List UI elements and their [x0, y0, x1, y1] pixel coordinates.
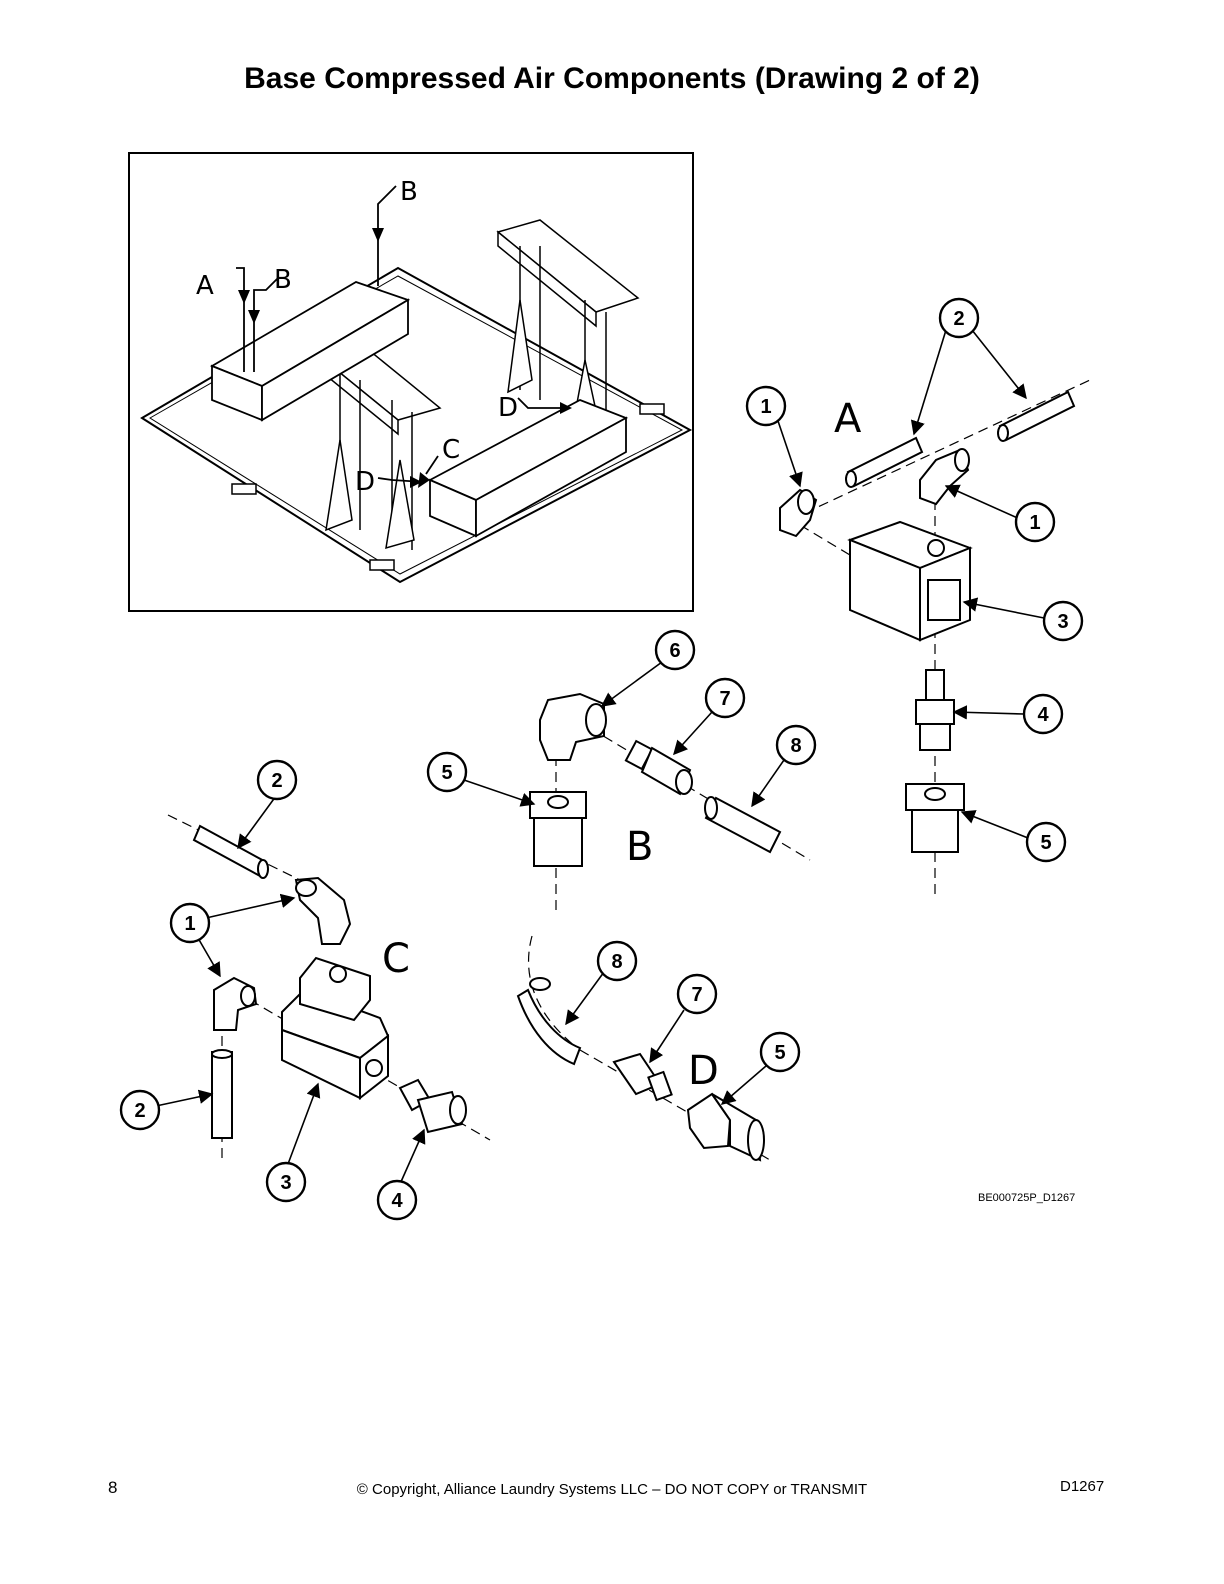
callout-b-7: 7 [719, 688, 730, 710]
inset-label-b: B [274, 265, 292, 295]
inset-label-c: C [442, 435, 460, 465]
section-c: C [155, 795, 491, 1185]
callout-d-5: 5 [774, 1042, 785, 1064]
section-label-c: C [382, 936, 410, 982]
callout-c-1: 1 [184, 913, 195, 935]
section-label-b: B [626, 824, 653, 870]
section-b: B [463, 661, 811, 915]
callout-bubbles [119, 297, 1084, 1221]
callout-a-5: 5 [1040, 832, 1051, 854]
callout-d-7: 7 [691, 984, 702, 1006]
callout-c-4: 4 [391, 1190, 403, 1212]
inset-label-d-right: D [498, 393, 518, 423]
callout-c-2b: 2 [134, 1100, 145, 1122]
page-number: 8 [108, 1478, 118, 1497]
callout-b-5: 5 [441, 762, 452, 784]
copyright-notice: © Copyright, Alliance Laundry Systems LL… [356, 1481, 868, 1498]
callout-a-1: 1 [760, 396, 771, 418]
inset-label-b-top: B [400, 177, 418, 207]
callout-c-2: 2 [271, 770, 282, 792]
callout-a-1b: 1 [1029, 512, 1040, 534]
callout-numbers: 1 2 1 3 4 5 6 7 8 5 2 1 2 3 4 8 7 5 [134, 308, 1068, 1212]
section-d: D [516, 935, 771, 1162]
callout-c-3: 3 [280, 1172, 291, 1194]
callout-d-8: 8 [611, 951, 622, 973]
inset-overview: B A B D C D [128, 152, 694, 612]
inset-label-a: A [196, 271, 214, 301]
document-code: D1267 [1060, 1478, 1105, 1495]
section-label-a: A [834, 396, 862, 442]
callout-b-6: 6 [669, 640, 680, 662]
callout-a-4: 4 [1037, 704, 1049, 726]
section-a: A [776, 329, 1091, 900]
page-title: Base Compressed Air Components (Drawing … [244, 62, 980, 95]
section-label-d: D [688, 1048, 719, 1094]
callout-a-3: 3 [1057, 611, 1068, 633]
drawing-code: BE000725P_D1267 [978, 1192, 1076, 1204]
callout-b-8: 8 [790, 735, 801, 757]
exploded-parts-drawing: B A B D C D [119, 152, 1091, 1221]
callout-a-2: 2 [953, 308, 964, 330]
inset-label-d-left: D [355, 467, 375, 497]
